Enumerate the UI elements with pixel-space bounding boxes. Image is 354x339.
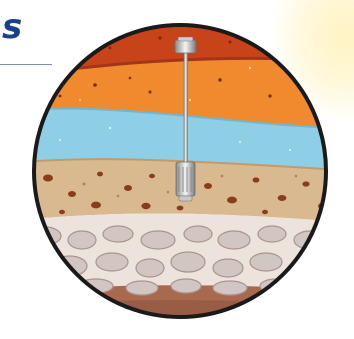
well-screen-icon [176, 162, 195, 201]
